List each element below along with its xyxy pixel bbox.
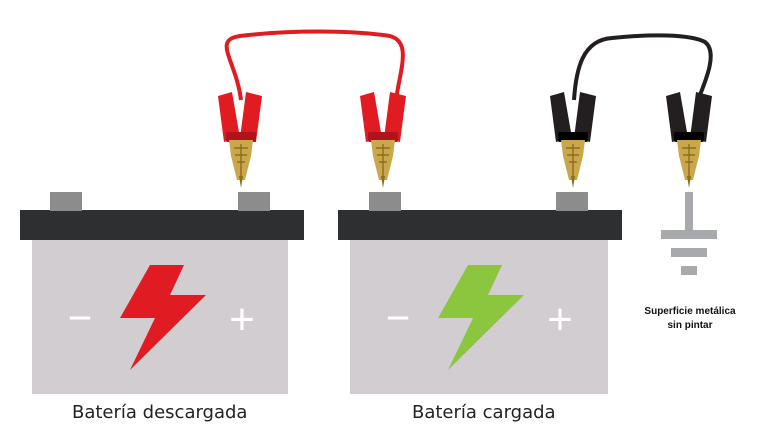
positive-terminal [238,192,270,211]
red-clamp-left [218,92,262,189]
black-clamp-right [666,92,712,189]
red-cable-wire [224,29,405,101]
minus-sign: − [386,294,411,341]
plus-sign: + [547,295,573,344]
battery-discharged: − + [20,192,304,394]
lightning-bolt-icon [438,265,524,370]
discharged-battery-caption: Batería descargada [72,402,248,423]
ground-caption-line1: Superficie metálica [644,306,736,317]
negative-terminal [50,192,82,211]
ground-caption-line2: sin pintar [667,320,713,331]
battery-lid [338,210,622,240]
charged-battery-caption: Batería cargada [412,402,556,423]
ground-caption: Superficie metálica sin pintar [630,305,750,333]
negative-terminal [556,192,588,211]
positive-jumper-cable [218,29,406,189]
plus-sign: + [229,295,255,344]
battery-charged: − + [338,192,622,394]
positive-terminal [369,192,401,211]
black-cable-wire [572,33,713,101]
red-clamp-right [360,92,406,189]
ground-symbol-icon [661,192,717,275]
negative-jumper-cable [550,33,713,189]
battery-lid [20,210,304,240]
black-clamp-left [550,92,596,189]
minus-sign: − [68,294,93,341]
lightning-bolt-icon [120,265,206,370]
